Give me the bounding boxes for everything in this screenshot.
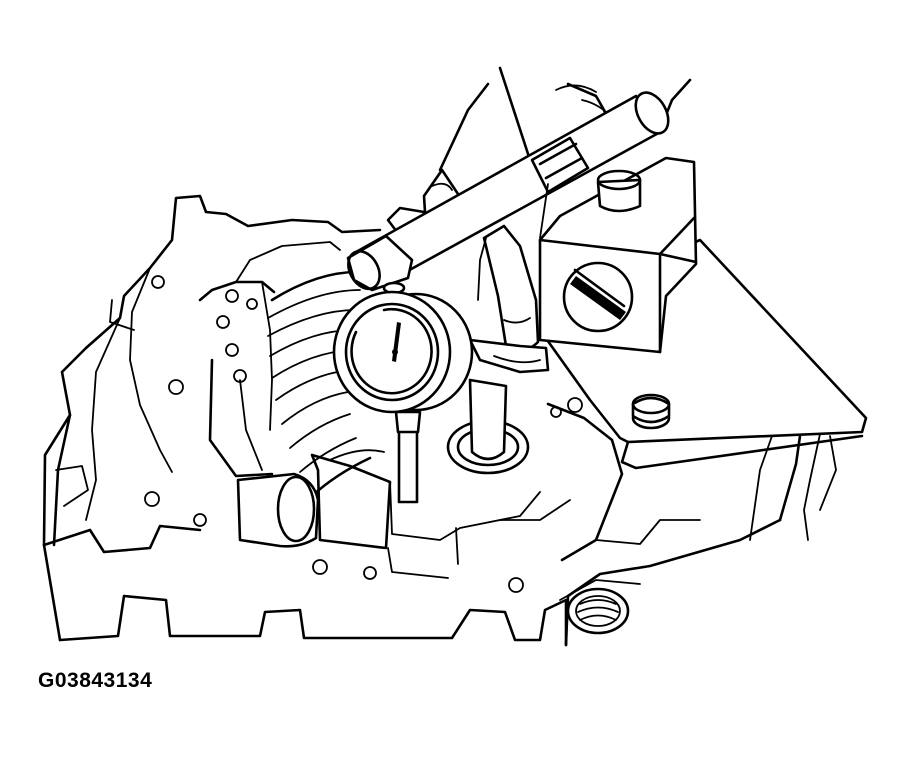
case-outline (44, 196, 380, 640)
indicator-arm-rod (342, 87, 675, 294)
indicator-plunger (399, 422, 417, 502)
arm-support (478, 184, 548, 300)
dial-indicator (334, 283, 472, 502)
magnetic-base (540, 158, 696, 352)
threaded-plug-hole (568, 589, 628, 633)
figure-code-label: G03843134 (38, 669, 153, 692)
